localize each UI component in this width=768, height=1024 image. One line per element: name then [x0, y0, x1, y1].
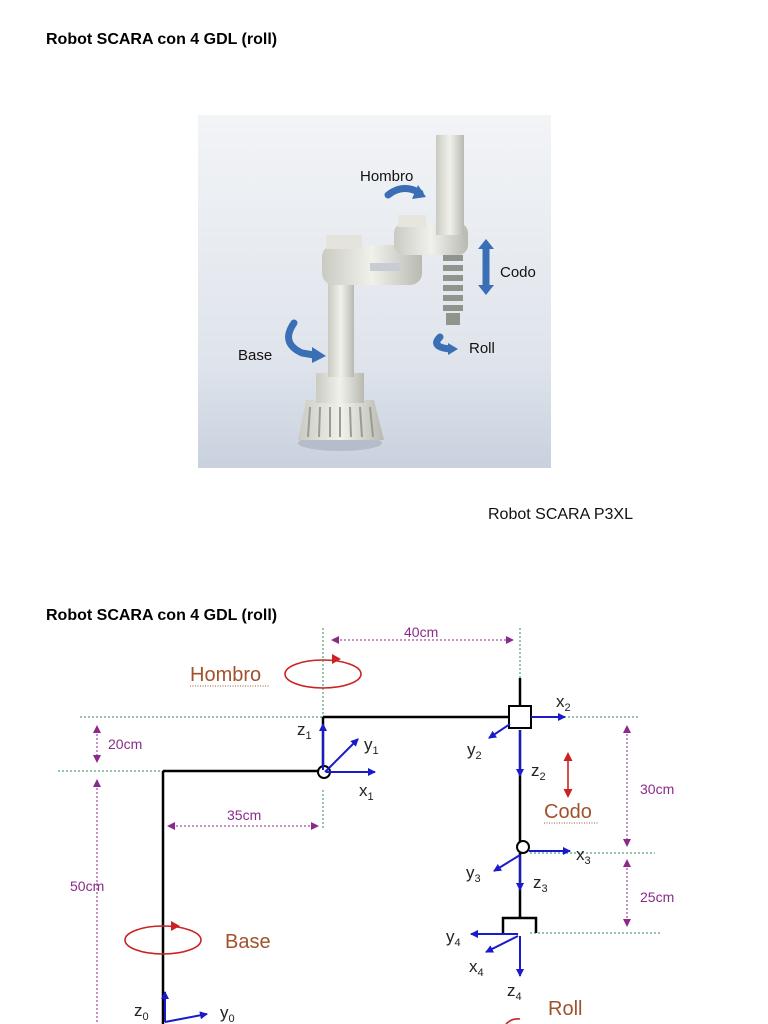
- axis-label-z3: z: [533, 873, 542, 892]
- joint-label-codo: Codo: [544, 801, 592, 823]
- svg-text:y3: y3: [466, 863, 481, 885]
- dim-35cm: 35cm: [227, 807, 261, 823]
- photo-label-roll: Roll: [469, 340, 495, 357]
- joint-label-base: Base: [225, 931, 271, 953]
- axis-label-z2: z: [531, 761, 540, 780]
- photo-label-codo: Codo: [500, 264, 536, 281]
- dim-20cm: 20cm: [108, 736, 142, 752]
- svg-text:z3: z3: [533, 873, 548, 895]
- svg-text:y4: y4: [446, 927, 461, 949]
- dim-50cm: 50cm: [70, 878, 104, 894]
- axis-label-z4: z: [507, 981, 516, 1000]
- axis-label-y4: y: [446, 927, 455, 946]
- svg-text:z2: z2: [531, 761, 546, 783]
- dim-30cm: 30cm: [640, 781, 674, 797]
- robot-photo: Hombro Codo Base Roll: [198, 115, 551, 468]
- joint-label-roll: Roll: [548, 998, 582, 1020]
- svg-text:x3: x3: [576, 845, 591, 867]
- axis-label-z1: z: [297, 720, 306, 739]
- joint-label-hombro: Hombro: [190, 664, 261, 686]
- dim-25cm: 25cm: [640, 889, 674, 905]
- photo-label-base: Base: [238, 347, 272, 364]
- axis-label-x4: x: [469, 957, 478, 976]
- photo-label-hombro: Hombro: [360, 168, 413, 185]
- svg-text:y2: y2: [467, 740, 482, 762]
- svg-text:x2: x2: [556, 692, 571, 714]
- section-title-diagram: Robot SCARA con 4 GDL (roll): [46, 607, 278, 624]
- axis-label-x2: x: [556, 692, 565, 711]
- axis-label-y1: y: [364, 735, 373, 754]
- svg-text:z4: z4: [507, 981, 522, 1003]
- axis-label-y2: y: [467, 740, 476, 759]
- svg-text:y1: y1: [364, 735, 379, 757]
- axis-label-x3: x: [576, 845, 585, 864]
- axis-label-y0: y: [220, 1003, 229, 1022]
- dim-40cm: 40cm: [404, 624, 438, 640]
- photo-caption: Robot SCARA P3XL: [488, 506, 633, 523]
- svg-text:y0: y0: [220, 1003, 235, 1024]
- svg-text:z1: z1: [297, 720, 312, 742]
- axis-label-y3: y: [466, 863, 475, 882]
- axis-label-z0: z: [134, 1001, 143, 1020]
- axis-label-x1: x: [359, 781, 368, 800]
- svg-text:x1: x1: [359, 781, 374, 803]
- svg-text:z0: z0: [134, 1001, 149, 1023]
- kinematic-diagram: 40cm 20cm 35cm 50cm 30cm 25cm: [58, 624, 674, 1024]
- section-title-photo: Robot SCARA con 4 GDL (roll): [46, 31, 278, 48]
- svg-text:x4: x4: [469, 957, 484, 979]
